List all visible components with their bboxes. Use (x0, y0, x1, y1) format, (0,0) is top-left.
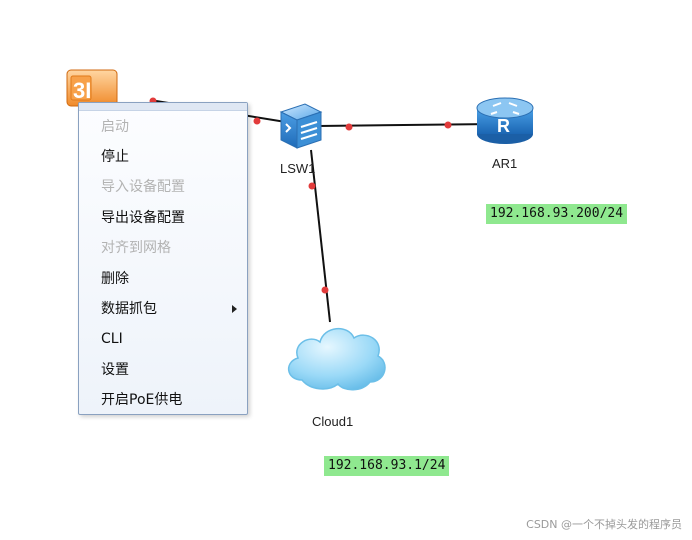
cloud-label: Cloud1 (312, 414, 354, 429)
svg-text:3I: 3I (73, 78, 91, 103)
link-switch-cloud (310, 149, 331, 323)
menu-item-poe[interactable]: 开启PoE供电 (79, 385, 247, 415)
menu-item-stop[interactable]: 停止 (79, 142, 247, 172)
port-dot (253, 117, 261, 125)
menu-item-settings[interactable]: 设置 (79, 355, 247, 385)
router-ip-tag: 192.168.93.200/24 (486, 204, 628, 224)
menu-item-import-config: 导入设备配置 (79, 172, 247, 202)
watermark: CSDN @一个不掉头发的程序员 (526, 518, 682, 531)
menu-item-label: 设置 (101, 362, 129, 378)
menu-item-align-grid: 对齐到网格 (79, 233, 247, 263)
router-icon: R (476, 97, 534, 144)
menu-item-label: CLI (101, 331, 123, 347)
switch-icon (279, 103, 323, 149)
pc-device-icon: 3I (66, 69, 118, 107)
switch-device[interactable] (277, 100, 325, 152)
port-dot (345, 123, 353, 131)
menu-item-delete[interactable]: 删除 (79, 264, 247, 294)
pc-device[interactable]: 3I (65, 68, 119, 108)
device-context-menu: 启动 停止 导入设备配置 导出设备配置 对齐到网格 删除 数据抓包 CLI 设置… (78, 102, 248, 415)
switch-label: LSW1 (280, 161, 316, 176)
menu-item-label: 开启PoE供电 (101, 392, 183, 408)
menu-item-label: 对齐到网格 (101, 240, 171, 256)
menu-item-start: 启动 (79, 112, 247, 142)
menu-item-label: 停止 (101, 149, 129, 165)
menu-top-strip (79, 103, 247, 111)
cloud-ip-tag: 192.168.93.1/24 (324, 456, 450, 476)
submenu-arrow-icon (232, 305, 237, 313)
cloud-icon (288, 328, 386, 391)
port-dot (444, 121, 452, 129)
port-dot (308, 182, 316, 190)
menu-item-export-config[interactable]: 导出设备配置 (79, 203, 247, 233)
router-device[interactable]: R (475, 94, 535, 146)
router-label: AR1 (492, 156, 518, 171)
menu-item-label: 导出设备配置 (101, 210, 185, 226)
menu-item-cli[interactable]: CLI (79, 324, 247, 354)
menu-item-label: 数据抓包 (101, 301, 157, 317)
menu-item-label: 导入设备配置 (101, 179, 185, 195)
menu-item-label: 启动 (101, 119, 129, 135)
menu-item-capture[interactable]: 数据抓包 (79, 294, 247, 324)
svg-text:R: R (497, 116, 510, 136)
menu-item-label: 删除 (101, 271, 129, 287)
cloud-device[interactable] (282, 318, 390, 398)
link-switch-router (317, 123, 496, 127)
port-dot (321, 286, 329, 294)
